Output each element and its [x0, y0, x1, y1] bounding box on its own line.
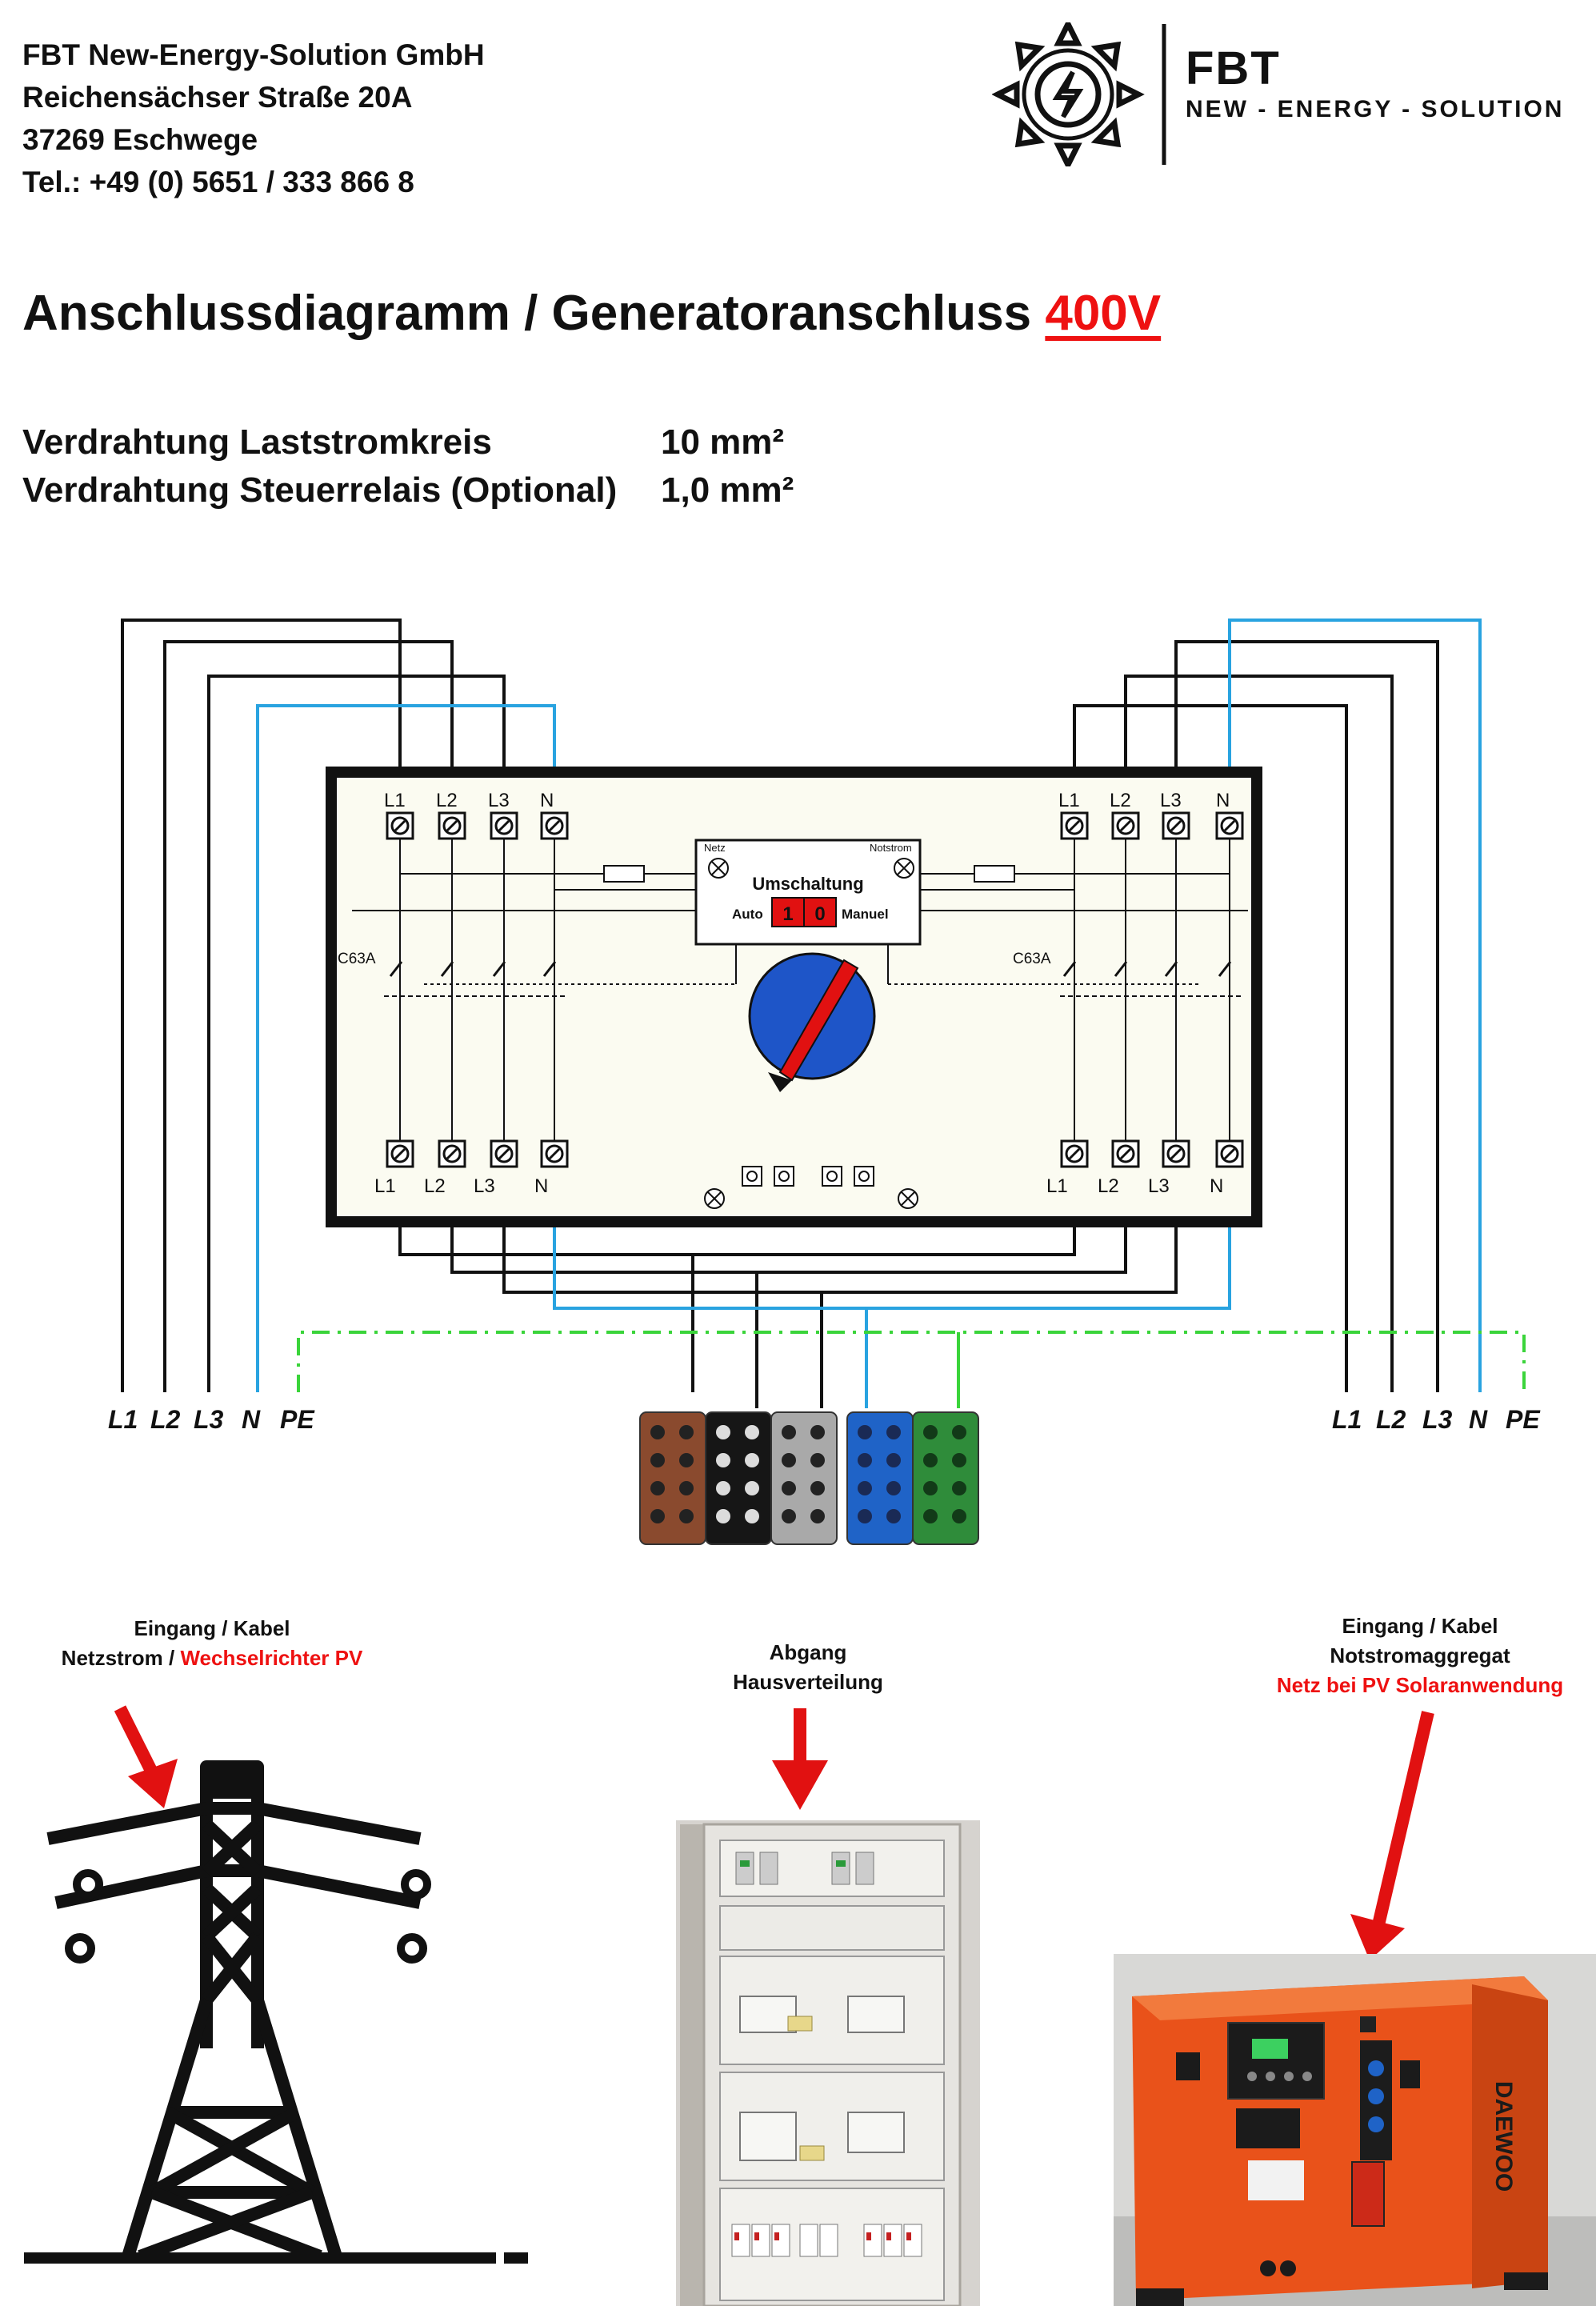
left-input-wires	[121, 619, 506, 1392]
terminal-block-black	[705, 1411, 772, 1545]
generator-brand: DAEWOO	[1490, 2081, 1517, 2192]
svg-text:L1: L1	[1046, 1175, 1068, 1197]
svg-text:L1: L1	[374, 1175, 396, 1197]
svg-text:L1: L1	[384, 790, 406, 811]
svg-text:L2: L2	[150, 1405, 181, 1434]
left-cable-labels: L1 L2 L3 N PE	[108, 1405, 315, 1434]
brand-subtitle: NEW - ENERGY - SOLUTION	[1186, 96, 1565, 122]
svg-text:PE: PE	[1506, 1405, 1541, 1434]
svg-text:L2: L2	[1376, 1405, 1406, 1434]
svg-text:0: 0	[814, 903, 825, 925]
svg-text:L3: L3	[488, 790, 510, 811]
arrow-house-icon	[772, 1708, 828, 1810]
svg-text:L2: L2	[424, 1175, 446, 1197]
terminal-block-blue	[846, 1411, 914, 1545]
caption-grid-line2a: Netzstrom /	[61, 1646, 181, 1670]
svg-text:L3: L3	[194, 1405, 224, 1434]
caption-generator-line1: Eingang / Kabel	[1342, 1614, 1498, 1638]
page-title: Anschlussdiagramm / Generatoranschluss 4…	[22, 285, 1161, 342]
left-neutral-wire	[256, 704, 556, 1392]
company-phone: Tel.: +49 (0) 5651 / 333 866 8	[22, 166, 414, 198]
spec-value-load: 10 mm²	[661, 422, 785, 462]
spec-label-relay: Verdrahtung Steuerrelais (Optional)	[22, 470, 618, 510]
svg-text:N: N	[1469, 1405, 1488, 1434]
power-pylon-icon	[46, 1760, 422, 2263]
svg-text:N: N	[1216, 790, 1230, 811]
caption-generator-line3: Netz bei PV Solaranwendung	[1276, 1673, 1564, 1697]
svg-text:L2: L2	[1110, 790, 1131, 811]
mode-title: Umschaltung	[752, 874, 863, 894]
house-distribution-photo	[676, 1820, 980, 2306]
caption-grid-line1: Eingang / Kabel	[134, 1616, 290, 1640]
lamp-label-netz: Netz	[704, 842, 726, 854]
brand-name: FBT	[1186, 42, 1281, 94]
right-cable-labels: L1 L2 L3 N PE	[1332, 1405, 1541, 1434]
spec-value-relay: 1,0 mm²	[661, 470, 794, 510]
svg-text:L3: L3	[474, 1175, 495, 1197]
lamp-label-notstrom: Notstrom	[870, 842, 912, 854]
company-street: Reichensächser Straße 20A	[22, 81, 413, 114]
mode-button-0[interactable]	[803, 897, 837, 927]
right-input-wires	[1073, 640, 1439, 1392]
svg-text:N: N	[1210, 1175, 1223, 1197]
svg-text:L2: L2	[1098, 1175, 1119, 1197]
svg-text:N: N	[242, 1405, 261, 1434]
title-text: Anschlussdiagramm / Generatoranschluss	[22, 286, 1032, 341]
mode-button-1[interactable]	[771, 897, 805, 927]
svg-text:L1: L1	[108, 1405, 138, 1434]
relay-contacts	[704, 1166, 918, 1209]
bottom-illustrations: DAEWOO	[24, 1705, 1596, 2306]
mode-manual-label: Manuel	[842, 907, 889, 922]
terminal-block-grey	[770, 1411, 838, 1545]
arrow-grid-icon	[114, 1705, 178, 1808]
wiring-diagram: L1 L2 L3 N L1 L2 L3 N	[108, 619, 1541, 1545]
svg-text:L3: L3	[1422, 1405, 1453, 1434]
company-city: 37269 Eschwege	[22, 123, 258, 156]
pe-wire	[297, 1331, 1526, 1392]
sun-lightning-icon	[992, 22, 1166, 166]
terminal-block-green	[912, 1411, 979, 1545]
caption-house-line2: Hausverteilung	[733, 1670, 883, 1694]
svg-text:PE: PE	[280, 1405, 315, 1434]
svg-text:N: N	[534, 1175, 548, 1197]
caption-generator: Eingang / Kabel Notstromaggregat Netz be…	[1248, 1611, 1592, 1700]
svg-text:L3: L3	[1160, 790, 1182, 811]
rotary-handle[interactable]	[748, 952, 876, 1092]
svg-text:L2: L2	[436, 790, 458, 811]
title-voltage: 400V	[1045, 286, 1162, 341]
breaker-label-right: C63A	[1013, 951, 1051, 967]
mode-auto-label: Auto	[732, 907, 763, 922]
svg-text:1: 1	[782, 903, 793, 925]
right-neutral-wire	[1228, 619, 1482, 1392]
generator-photo: DAEWOO	[1114, 1954, 1596, 2306]
company-name: FBT New-Energy-Solution GmbH	[22, 38, 485, 71]
caption-house: Abgang Hausverteilung	[680, 1638, 936, 1697]
switch-bottom-terminals-left: L1 L2 L3 N	[374, 1175, 548, 1197]
spec-label-load: Verdrahtung Laststromkreis	[22, 422, 492, 462]
svg-text:L1: L1	[1058, 790, 1080, 811]
svg-text:L3: L3	[1148, 1175, 1170, 1197]
switch-bottom-terminals-right: L1 L2 L3 N	[1046, 1175, 1223, 1197]
caption-grid: Eingang / Kabel Netzstrom / Wechselricht…	[24, 1614, 400, 1673]
switch-top-terminals-left: L1 L2 L3 N	[384, 790, 554, 811]
terminal-block-brown	[639, 1411, 706, 1545]
svg-text:N: N	[540, 790, 554, 811]
switch-top-terminals-right: L1 L2 L3 N	[1058, 790, 1230, 811]
caption-grid-line2b: Wechselrichter PV	[180, 1646, 363, 1670]
breaker-label-left: C63A	[338, 951, 376, 967]
svg-text:L1: L1	[1332, 1405, 1362, 1434]
caption-generator-line2: Notstromaggregat	[1330, 1643, 1510, 1667]
caption-house-line1: Abgang	[769, 1640, 847, 1664]
distribution-terminal-blocks	[639, 1411, 979, 1545]
arrow-generator-icon	[1350, 1711, 1434, 1960]
company-address: FBT New-Energy-Solution GmbH Reichensäch…	[22, 34, 485, 203]
